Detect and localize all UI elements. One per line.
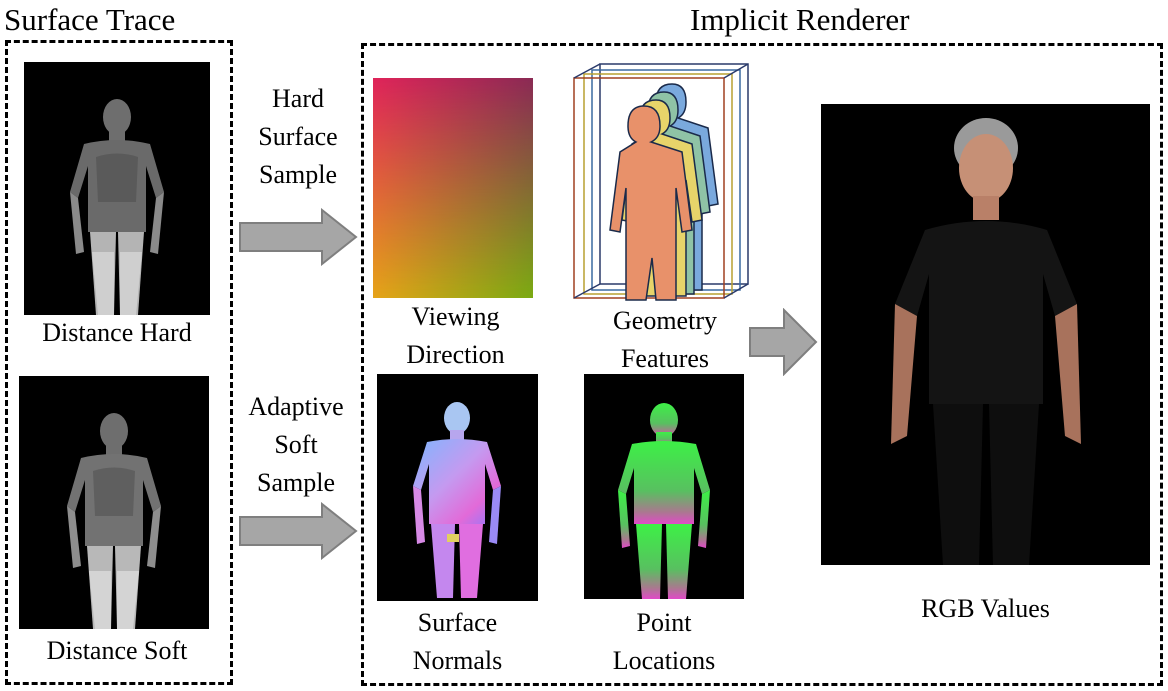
point-locations-label: Point Locations	[584, 604, 744, 680]
point-locations-silhouette	[618, 403, 710, 599]
distance-soft-silhouette	[67, 413, 161, 629]
distance-hard-silhouette	[70, 99, 164, 315]
soft-label-line-2: Soft	[274, 430, 318, 459]
hard-surface-sample-label: Hard Surface Sample	[236, 80, 360, 194]
render-output-arrow	[749, 308, 818, 376]
distance-soft-label: Distance Soft	[46, 636, 188, 665]
geometry-features-line-1: Geometry	[613, 306, 717, 335]
distance-hard-image	[24, 62, 210, 315]
implicit-renderer-box	[361, 43, 1163, 686]
surface-normals-silhouette	[413, 402, 501, 598]
viewing-direction-image	[373, 78, 533, 298]
surface-normals-label: Surface Normals	[377, 604, 538, 680]
geometry-features-line-2: Features	[620, 344, 710, 373]
surface-normals-image	[377, 374, 538, 601]
rgb-values-label: RGB Values	[921, 594, 1050, 623]
distance-soft-image	[19, 376, 209, 629]
soft-label-line-3: Sample	[257, 468, 335, 497]
surface-trace-title: Surface Trace	[4, 2, 176, 37]
soft-label-line-1: Adaptive	[248, 392, 344, 421]
viewing-direction-label: Viewing Direction	[373, 298, 538, 374]
rgb-rendered-person	[891, 118, 1081, 565]
surface-trace-box	[5, 40, 233, 685]
hard-sample-arrow	[239, 208, 358, 266]
hard-label-line-1: Hard	[272, 84, 324, 113]
rgb-values-image	[821, 104, 1150, 565]
surface-normals-line-1: Surface	[417, 608, 498, 637]
implicit-renderer-title: Implicit Renderer	[690, 2, 910, 37]
distance-hard-label: Distance Hard	[42, 318, 192, 347]
point-locations-image	[584, 374, 744, 599]
viewing-direction-gradient	[373, 78, 533, 298]
point-locations-line-1: Point	[636, 608, 692, 637]
point-locations-line-2: Locations	[612, 646, 716, 675]
viewing-direction-line-2: Direction	[406, 340, 505, 369]
soft-sample-arrow	[239, 502, 358, 560]
adaptive-soft-sample-label: Adaptive Soft Sample	[232, 388, 360, 502]
geometry-features-label: Geometry Features	[580, 302, 750, 378]
surface-normals-line-2: Normals	[412, 646, 503, 675]
hard-label-line-2: Surface	[258, 122, 338, 151]
viewing-direction-line-1: Viewing	[411, 302, 500, 331]
hard-label-line-3: Sample	[259, 160, 337, 189]
feature-layer-orange	[609, 105, 693, 301]
geometry-features-image	[573, 63, 749, 301]
